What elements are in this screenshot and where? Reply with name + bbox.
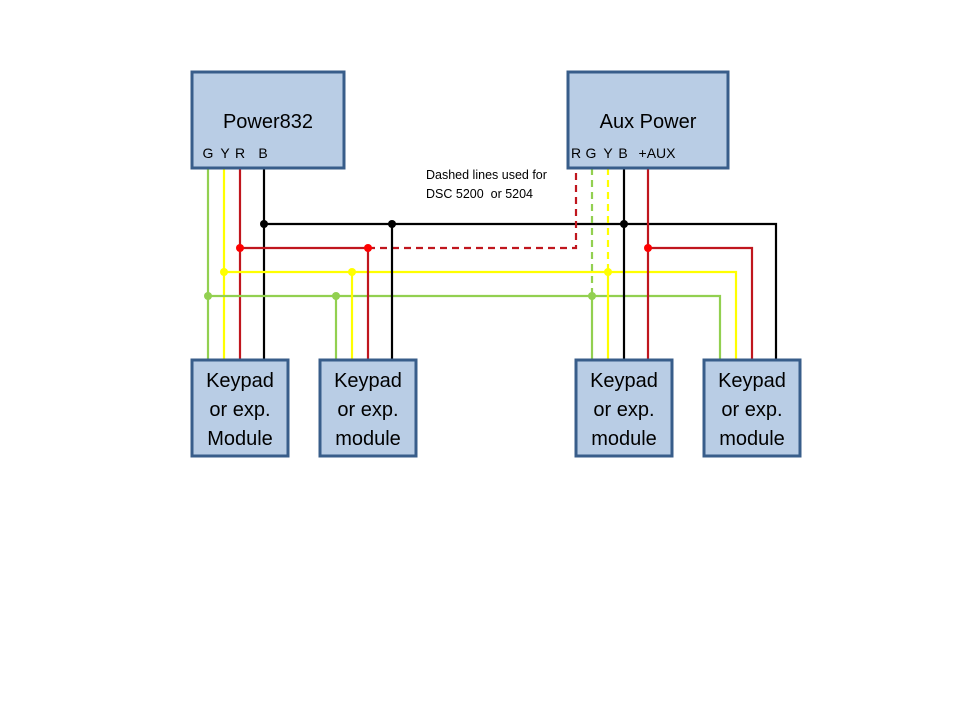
junction-node bbox=[644, 244, 652, 252]
panel-pin-y: Y bbox=[220, 145, 230, 161]
module-label-line2: or exp. bbox=[721, 399, 782, 421]
module-box-4: Keypad or exp. module bbox=[702, 358, 802, 458]
junction-node bbox=[348, 268, 356, 276]
aux-box-rect bbox=[566, 70, 730, 170]
module-box-2: Keypad or exp. module bbox=[318, 358, 418, 458]
panel-box-rect bbox=[190, 70, 346, 170]
junction-node bbox=[364, 244, 372, 252]
module-label-line1: Keypad bbox=[590, 370, 658, 392]
junction-node bbox=[332, 292, 340, 300]
module-label-line2: or exp. bbox=[593, 399, 654, 421]
module-box-rect bbox=[702, 358, 802, 458]
module-box-1: Keypad or exp. Module bbox=[190, 358, 290, 458]
module-label-line3: Module bbox=[207, 428, 273, 450]
red-bus-dashed bbox=[368, 168, 578, 250]
module-label-line2: or exp. bbox=[209, 399, 270, 421]
junction-node bbox=[388, 220, 396, 228]
junction-node bbox=[260, 220, 268, 228]
junction-node bbox=[236, 244, 244, 252]
red-bus-right bbox=[648, 246, 754, 360]
module-label-line1: Keypad bbox=[718, 370, 786, 392]
note-line-1: Dashed lines used for bbox=[426, 168, 547, 182]
yellow-bus bbox=[224, 270, 738, 360]
aux-pin-r: R bbox=[571, 145, 581, 161]
junctions bbox=[204, 220, 652, 300]
module-label-line1: Keypad bbox=[334, 370, 402, 392]
wires bbox=[206, 168, 778, 360]
panel-pin-g: G bbox=[203, 145, 214, 161]
aux-pin-plus-aux: +AUX bbox=[639, 145, 677, 161]
junction-node bbox=[604, 268, 612, 276]
green-bus bbox=[208, 294, 722, 360]
junction-node bbox=[588, 292, 596, 300]
module-label-line3: module bbox=[591, 428, 657, 450]
aux-title: Aux Power bbox=[600, 111, 697, 133]
note-line-2: DSC 5200 or 5204 bbox=[426, 187, 533, 201]
junction-node bbox=[220, 268, 228, 276]
panel-title: Power832 bbox=[223, 111, 313, 133]
aux-pin-y: Y bbox=[603, 145, 613, 161]
module-box-rect bbox=[574, 358, 674, 458]
aux-box: Aux Power R G Y B +AUX bbox=[566, 70, 730, 170]
panel-box: Power832 G Y R B bbox=[190, 70, 346, 170]
aux-pin-b: B bbox=[618, 145, 627, 161]
panel-pin-b: B bbox=[258, 145, 267, 161]
module-box-rect bbox=[190, 358, 290, 458]
black-bus bbox=[264, 222, 778, 360]
module-label-line1: Keypad bbox=[206, 370, 274, 392]
junction-node bbox=[620, 220, 628, 228]
aux-pin-g: G bbox=[586, 145, 597, 161]
dashed-lines-note: Dashed lines used for DSC 5200 or 5204 bbox=[426, 168, 547, 201]
panel-pin-r: R bbox=[235, 145, 245, 161]
module-label-line2: or exp. bbox=[337, 399, 398, 421]
junction-node bbox=[204, 292, 212, 300]
module-label-line3: module bbox=[719, 428, 785, 450]
module-box-3: Keypad or exp. module bbox=[574, 358, 674, 458]
module-label-line3: module bbox=[335, 428, 401, 450]
module-box-rect bbox=[318, 358, 418, 458]
